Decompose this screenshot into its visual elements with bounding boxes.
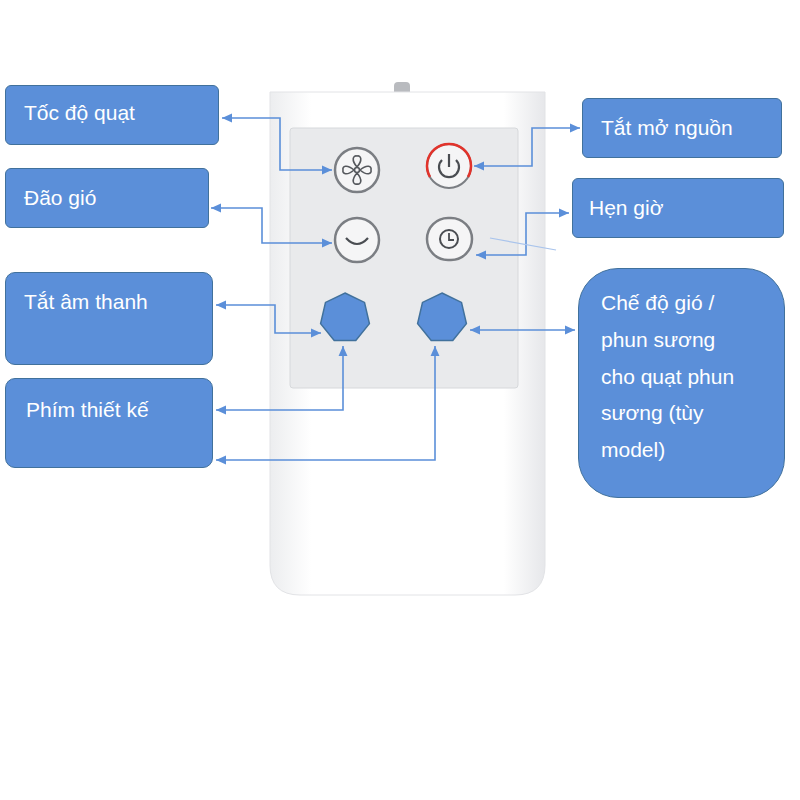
callout-box: Hẹn giờ <box>572 178 784 238</box>
callout-text: Phím thiết kế <box>26 395 192 424</box>
callout-text: Chế độ gió / phun sương cho quạt phun sư… <box>601 285 751 469</box>
callout-text: Tốc độ quạt <box>24 98 200 127</box>
callout-box: Tốc độ quạt <box>5 85 219 145</box>
callout-box: Chế độ gió / phun sương cho quạt phun sư… <box>578 268 785 498</box>
callout-box: Tắt âm thanh <box>5 272 213 365</box>
callout-text: Đão gió <box>24 183 190 212</box>
callout-box: Phím thiết kế <box>5 378 213 468</box>
callout-box: Tắt mở nguồn <box>582 98 782 158</box>
callout-text: Hẹn giờ <box>589 193 767 222</box>
callout-text: Tắt mở nguồn <box>601 113 763 142</box>
callout-text: Tắt âm thanh <box>24 287 194 316</box>
callout-box: Đão gió <box>5 168 209 228</box>
